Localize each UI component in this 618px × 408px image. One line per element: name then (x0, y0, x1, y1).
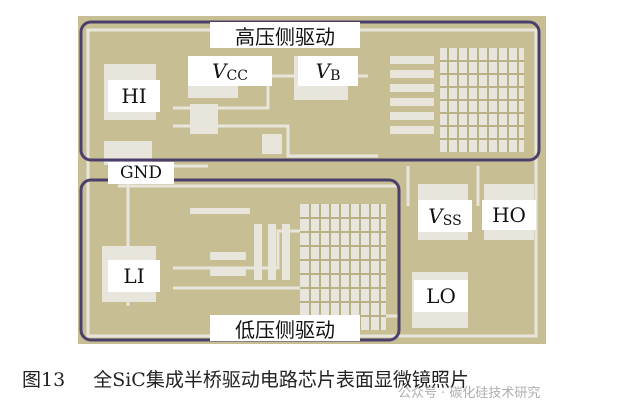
li-label: LI (108, 260, 160, 292)
caption-number: 图13 (22, 368, 66, 391)
hi-label: HI (108, 80, 160, 112)
high-side-label: 高压侧驱动 (210, 22, 360, 49)
vb-label-main: V (315, 59, 331, 83)
ho-label: HO (482, 200, 536, 230)
lo-label: LO (414, 280, 468, 312)
figure-caption: 图13 全SiC集成半桥驱动电路芯片表面显微镜照片 (22, 358, 612, 398)
vss-label-sub: SS (442, 213, 462, 229)
watermark: 公众号 · 碳化硅技术研究 (398, 386, 541, 401)
vss-label-main: V (428, 204, 443, 228)
vcc-label-main: V (212, 59, 227, 83)
caption-text: 全SiC集成半桥驱动电路芯片表面显微镜照片 (93, 368, 469, 391)
gnd-label: GND (108, 162, 174, 184)
low-side-label: 低压侧驱动 (210, 315, 360, 342)
vb-label-sub: B (330, 68, 341, 84)
vcc-label-sub: CC (226, 68, 248, 84)
